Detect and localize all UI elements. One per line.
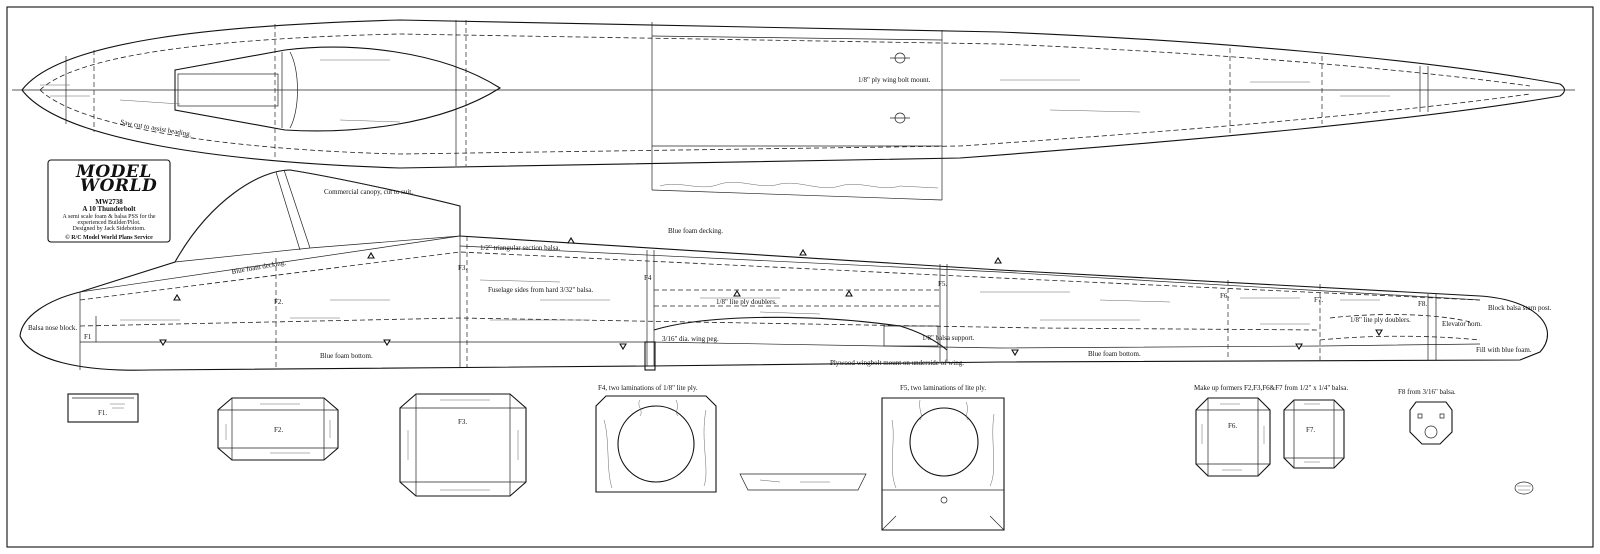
- nose-block: [79, 292, 97, 370]
- description-line2: experienced Builder/Pilot.: [78, 220, 141, 226]
- f2-label: F2.: [274, 426, 283, 434]
- elevator-horn-label: Elevator horn.: [1442, 320, 1482, 328]
- foam-bottom-front-label: Blue foam bottom.: [320, 352, 373, 360]
- model-name: A 10 Thunderbolt: [82, 205, 136, 213]
- foam-bottom-rear-label: Blue foam bottom.: [1088, 350, 1141, 358]
- sheet-border: [6, 6, 1594, 548]
- wing-saddle: [651, 35, 943, 201]
- wing-bolt-mount-label: 1/8" ply wing bolt mount.: [858, 76, 931, 84]
- former-f3: F3.: [399, 393, 527, 497]
- f1-label: F1.: [98, 409, 107, 417]
- top-view: Saw cut to assist beading. 1/8" ply wing…: [12, 19, 1575, 201]
- logo-world: WORLD: [80, 176, 157, 196]
- nose-block-label: Balsa nose block.: [28, 324, 77, 332]
- fuselage-bottom-line: [80, 341, 1481, 349]
- description-line1: A semi scale foam & balsa PSS for the: [63, 213, 156, 220]
- wing-break-line: [659, 182, 939, 189]
- stern-post-label: Block balsa stern post.: [1488, 304, 1552, 312]
- wingbolt-mount-label: Plywood wingbolt mount on underside of w…: [830, 359, 964, 367]
- fill-foam-label: Fill with blue foam.: [1476, 346, 1532, 354]
- canopy-frame-side: [275, 169, 311, 251]
- canopy-opening: [174, 46, 502, 132]
- wing-peg-label: 3/16" dia. wing peg.: [662, 335, 719, 343]
- f4-title: F4, two laminations of 1/8" lite ply.: [598, 384, 698, 392]
- station-f4: F4: [644, 274, 652, 282]
- station-f8: F8.: [1418, 300, 1427, 308]
- fuselage-top-outline: [21, 19, 1566, 169]
- canopy-outline: [174, 169, 461, 263]
- copyright: © R/C Model World Plans Service: [65, 234, 153, 241]
- balsa-support-label: 1/8" balsa support.: [922, 334, 975, 342]
- station-f3: F3.: [458, 264, 467, 272]
- former-f8: F8 from 3/16" balsa.: [1398, 388, 1456, 445]
- plan-number: MW2738: [95, 198, 123, 206]
- f8-title: F8 from 3/16" balsa.: [1398, 388, 1456, 396]
- former-f5: F5, two laminations of lite ply.: [881, 384, 1005, 531]
- decking-front-label: Blue foam decking.: [231, 258, 287, 275]
- saw-cut-label: Saw cut to assist beading.: [120, 118, 193, 138]
- former-f7: F7.: [1283, 399, 1345, 469]
- canopy-frame: [174, 51, 298, 129]
- decking-rear-label: Blue foam decking.: [668, 227, 723, 235]
- triangular-label: 1/2" triangular section balsa.: [480, 244, 560, 252]
- top-grain: [40, 59, 1390, 123]
- fuselage-sides-label: Fuselage sides from hard 3/32" balsa.: [488, 286, 593, 294]
- canopy-base: [174, 235, 461, 263]
- f5-bolt-hole: [940, 496, 948, 504]
- cockpit-tub: [177, 73, 279, 107]
- f4-lower-piece: [739, 473, 867, 491]
- former-f6: F6.: [1195, 397, 1271, 477]
- station-f5: F5.: [938, 280, 947, 288]
- designer-credit: Designed by Jack Sidebottom.: [73, 226, 146, 232]
- former-f4: F4, two laminations of 1/8" lite ply.: [595, 384, 867, 493]
- title-block-frame: [47, 159, 171, 243]
- side-grain: [120, 279, 1380, 325]
- former-f1: F1.: [67, 393, 139, 423]
- rear-doublers-label: 1/8" lite ply doublers.: [1350, 316, 1411, 324]
- down-markers: [159, 329, 1383, 357]
- station-f7: F7.: [1314, 296, 1323, 304]
- publisher-stamp-icon: [1514, 481, 1534, 495]
- ply-doublers-label: 1/8" lite ply doublers.: [716, 298, 777, 306]
- ply-doublers: [654, 289, 940, 307]
- makeup-note: Make up formers F2,F3,F6&F7 from 1/2" x …: [1194, 384, 1348, 392]
- formers: F1. F2. F3. F4, two laminations of 1/8" …: [67, 384, 1534, 531]
- top-station-lines: [65, 20, 1429, 200]
- title-block: MODEL WORLD MW2738 A 10 Thunderbolt A se…: [47, 159, 171, 243]
- wing-saddle-curve: [653, 316, 948, 351]
- former-f2: F2.: [217, 397, 339, 461]
- wingbolt-mount-box: [883, 325, 939, 347]
- f3-label: F3.: [458, 418, 467, 426]
- up-markers: [173, 236, 1002, 301]
- station-f1: F1: [84, 333, 92, 341]
- decking-line: [79, 235, 1481, 301]
- side-view: Commercial canopy, cut to suit. Blue foa…: [19, 169, 1552, 371]
- logo-model: MODEL: [75, 162, 152, 182]
- wing-peg-block: [644, 341, 656, 371]
- f5-cutout: [909, 407, 979, 477]
- f7-label: F7.: [1306, 426, 1315, 434]
- station-f2: F2.: [274, 298, 283, 306]
- f6-label: F6.: [1228, 422, 1237, 430]
- f5-title: F5, two laminations of lite ply.: [900, 384, 986, 392]
- canopy-label: Commercial canopy, cut to suit.: [324, 188, 413, 196]
- f4-cutout: [617, 405, 695, 483]
- fuselage-top-inner: [39, 33, 1531, 155]
- rear-doublers: [1319, 314, 1481, 341]
- station-f6: F6.: [1220, 292, 1229, 300]
- side-inner-dashes: [79, 251, 1481, 331]
- side-station-lines: [275, 236, 1437, 368]
